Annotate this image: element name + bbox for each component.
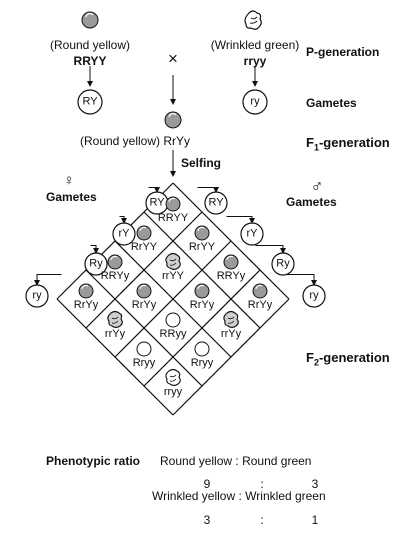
cell-genotype: RrYY <box>188 241 216 253</box>
p-generation-label: P-generation <box>306 45 380 59</box>
f1-label: (Round yellow) RrYy <box>79 134 191 148</box>
cell-genotype: RrYy <box>131 299 157 311</box>
male-gametes-label: Gametes <box>286 195 337 209</box>
seed-icon-wrinkled-green <box>165 368 181 387</box>
seed-icon-round-yellow <box>136 283 152 299</box>
cell-genotype: RRYy <box>216 270 246 282</box>
selfing-label: Selfing <box>181 156 222 170</box>
seed-icon-round-yellow <box>252 283 268 299</box>
female-gamete-2 <box>84 252 108 276</box>
female-gamete-1-label: rY <box>118 227 130 240</box>
cell-genotype: rrYy <box>220 328 242 340</box>
seed-icon-round-green <box>165 312 181 328</box>
gamete-connector <box>255 245 286 254</box>
seed-icon-round-yellow <box>194 283 210 299</box>
ratio-sep-2: : <box>260 513 264 527</box>
male-gamete-0 <box>204 191 228 215</box>
ratio-row2: Wrinkled yellow : Wrinkled green <box>152 489 326 503</box>
male-gamete-2-label: Ry <box>276 257 290 270</box>
seed-icon-f1-round-yellow <box>164 111 182 129</box>
seed-icon-round-yellow <box>136 225 152 241</box>
male-gamete-1-label: rY <box>246 227 258 240</box>
grid-line <box>56 298 174 416</box>
seed-icon-round-yellow <box>223 254 239 270</box>
ratio-value-9: 9 <box>203 477 211 491</box>
female-gamete-1 <box>112 222 136 246</box>
ratio-row1: Round yellow : Round green <box>160 454 312 468</box>
seed-icon-round-yellow <box>165 196 181 212</box>
grid-line <box>172 298 290 416</box>
f1-generation-label: F1-generation <box>306 135 390 153</box>
cell-genotype: RRYY <box>157 212 189 224</box>
female-gamete-3 <box>25 284 49 308</box>
cell-genotype: RrYy <box>189 299 215 311</box>
ratio-value-3b: 3 <box>203 513 211 527</box>
seed-icon-wrinkled-yellow <box>107 310 123 329</box>
seed-icon-wrinkled-yellow <box>223 310 239 329</box>
male-gamete-3-label: ry <box>309 289 319 302</box>
parent-gamete-left: RY <box>82 95 98 108</box>
seed-icon-round-green <box>136 341 152 357</box>
seed-icon-round-yellow <box>194 225 210 241</box>
cell-genotype: RRYy <box>100 270 130 282</box>
f2-generation-label: F2-generation <box>306 350 390 368</box>
gametes-label: Gametes <box>306 96 357 110</box>
seed-icon-round-yellow-parent <box>81 11 99 29</box>
cell-genotype: RrYy <box>73 299 99 311</box>
seed-icon-round-yellow <box>78 283 94 299</box>
ratio-sep-1: : <box>260 477 264 491</box>
gamete-connector <box>226 216 255 224</box>
cell-genotype: rrYy <box>104 328 126 340</box>
right-parent-phenotype: (Wrinkled green) <box>210 38 300 52</box>
gamete-connector <box>119 216 127 224</box>
cell-genotype: rrYY <box>162 270 184 282</box>
female-gametes-label: Gametes <box>46 190 97 204</box>
grid-line <box>85 269 203 387</box>
male-symbol: ♂ <box>310 177 324 196</box>
ratio-value-3a: 3 <box>311 477 319 491</box>
cell-genotype: RrYy <box>247 299 273 311</box>
cell-genotype: RRyy <box>159 328 187 340</box>
seed-icon-round-yellow <box>107 254 123 270</box>
ratio-value-1: 1 <box>311 513 319 527</box>
gamete-connector <box>197 187 219 193</box>
gamete-connector <box>34 274 62 286</box>
left-parent-phenotype: (Round yellow) <box>49 38 131 52</box>
male-gamete-3 <box>302 284 326 308</box>
gamete-connector <box>284 274 317 286</box>
cell-genotype: Rryy <box>132 357 156 369</box>
gamete-connector <box>148 187 160 193</box>
cell-genotype: Rryy <box>190 357 214 369</box>
ratio-heading: Phenotypic ratio <box>46 454 141 468</box>
grid-line <box>114 240 232 358</box>
parent-gamete-right: ry <box>250 95 260 108</box>
left-parent-genotype: RRYY <box>73 54 107 68</box>
seed-icon-round-green <box>194 341 210 357</box>
grid-line <box>143 269 261 387</box>
gamete-connector <box>90 245 99 254</box>
seed-icon-wrinkled-green-parent <box>244 10 262 30</box>
cell-genotype: rryy <box>163 386 183 398</box>
male-gamete-1 <box>240 222 264 246</box>
male-gamete-2 <box>271 252 295 276</box>
male-gamete-0-label: RY <box>208 196 224 209</box>
seed-icon-wrinkled-yellow <box>165 252 181 271</box>
cross-symbol: × <box>168 49 178 68</box>
female-gamete-2-label: Ry <box>89 257 103 270</box>
right-parent-genotype: rryy <box>243 54 267 68</box>
female-symbol: ♀ <box>63 172 75 189</box>
cell-genotype: RrYY <box>130 241 158 253</box>
female-gamete-3-label: ry <box>32 289 42 302</box>
female-gamete-0-label: RY <box>149 196 165 209</box>
